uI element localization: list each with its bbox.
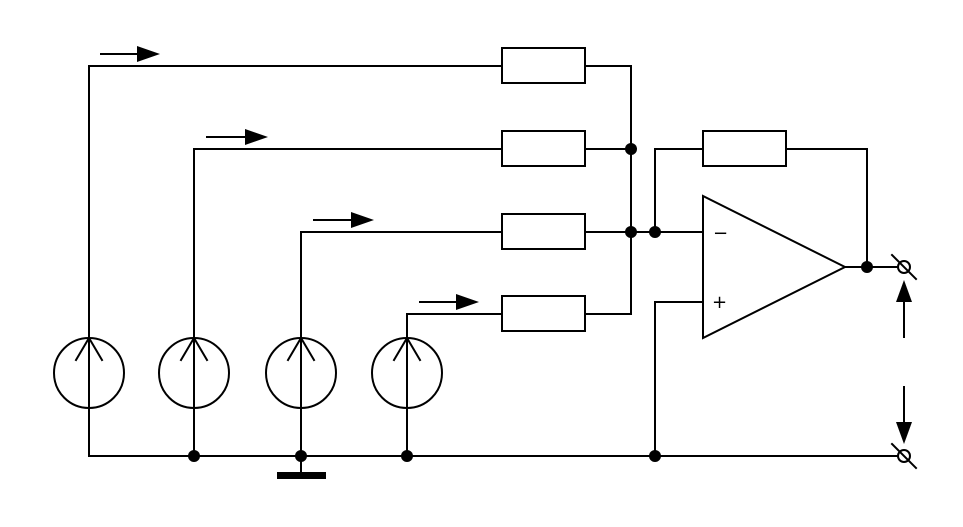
- junction-dot-feedback: [649, 226, 661, 238]
- inverting-input-symbol: −: [713, 223, 728, 244]
- current-source-1: [53, 336, 125, 409]
- feedback-wire-left: [654, 148, 704, 233]
- branch-1: [88, 46, 632, 339]
- branch-3-wire: [300, 231, 503, 339]
- current-arrow-2: [206, 129, 268, 145]
- junction-dot-ground-3: [295, 450, 307, 462]
- junction-dot-bus-top: [625, 143, 637, 155]
- current-arrow-4: [419, 294, 479, 310]
- output-terminal-top: [890, 253, 918, 281]
- branch-4-wire: [406, 313, 503, 339]
- noninverting-input-wire: [654, 301, 704, 457]
- current-source-3: [265, 336, 337, 409]
- current-source-2: [158, 336, 230, 409]
- output-voltage-arrow-up: [896, 280, 912, 338]
- branch-2: [193, 129, 632, 339]
- input-resistor-3: [501, 213, 586, 250]
- current-source-4: [371, 336, 443, 409]
- branch-4-wire-right: [584, 231, 632, 315]
- input-resistor-2: [501, 130, 586, 167]
- junction-dot-bus-mid: [625, 226, 637, 238]
- feedback-wire-right: [784, 148, 868, 268]
- input-resistor-4: [501, 295, 586, 332]
- junction-dot-output: [861, 261, 873, 273]
- input-resistor-1: [501, 47, 586, 84]
- branch-1-wire: [88, 65, 503, 339]
- branch-4: [406, 231, 632, 339]
- output-voltage-arrow-down: [896, 386, 912, 444]
- current-arrow-1: [100, 46, 160, 62]
- op-amp-triangle: [702, 194, 848, 340]
- op-amp: − +: [702, 194, 848, 340]
- junction-dot-ground-4: [401, 450, 413, 462]
- branch-3: [300, 212, 632, 339]
- junction-dot-ground-2: [188, 450, 200, 462]
- current-arrow-3: [313, 212, 374, 228]
- junction-dot-ground-opamp: [649, 450, 661, 462]
- noninverting-input-symbol: +: [712, 292, 727, 313]
- branch-1-wire-right: [584, 65, 632, 149]
- ground-symbol: [277, 472, 326, 479]
- branch-2-wire: [193, 148, 503, 339]
- feedback-path: [654, 130, 868, 268]
- feedback-resistor: [702, 130, 787, 167]
